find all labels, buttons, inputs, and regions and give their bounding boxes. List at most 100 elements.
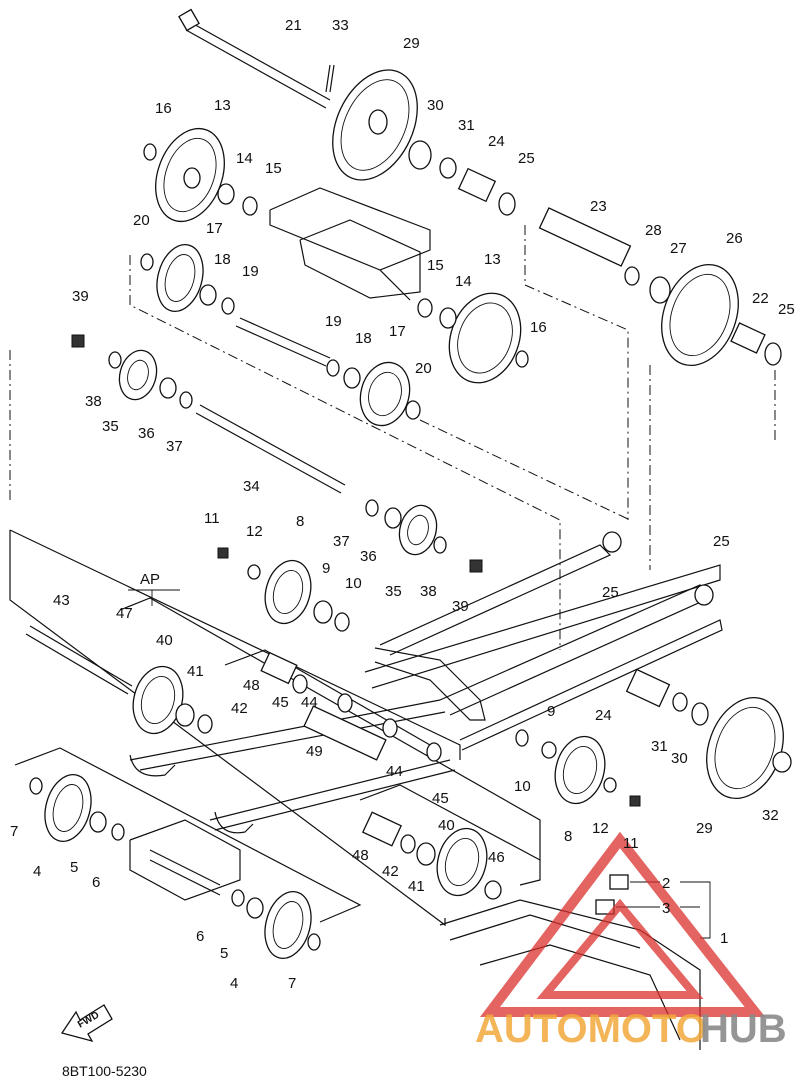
callout-48: 48	[352, 847, 369, 864]
callout-40: 40	[438, 817, 455, 834]
callout-42: 42	[382, 863, 399, 880]
shaft-21	[178, 8, 331, 109]
watermark-logo	[479, 831, 766, 1017]
callout-38: 38	[420, 583, 437, 600]
callout-8: 8	[564, 828, 572, 845]
callout-15: 15	[427, 257, 444, 274]
callout-41: 41	[187, 663, 204, 680]
watermark-text-2: HUB	[700, 1007, 787, 1051]
callout-35: 35	[385, 583, 402, 600]
callout-27: 27	[670, 240, 687, 257]
callout-1: 1	[720, 930, 728, 947]
callout-39: 39	[72, 288, 89, 305]
section-label-ap: AP	[140, 571, 160, 588]
callout-17: 17	[206, 220, 223, 237]
callout-46: 46	[488, 849, 505, 866]
callout-16: 16	[530, 319, 547, 336]
callout-19: 19	[325, 313, 342, 330]
callout-41: 41	[408, 878, 425, 895]
callout-37: 37	[333, 533, 350, 550]
callout-9: 9	[322, 560, 330, 577]
callout-25: 25	[713, 533, 730, 550]
wheels	[44, 69, 784, 959]
callout-25: 25	[778, 301, 795, 318]
callout-16: 16	[155, 100, 172, 117]
callout-21: 21	[285, 17, 302, 34]
callout-19: 19	[242, 263, 259, 280]
callout-22: 22	[752, 290, 769, 307]
callout-10: 10	[514, 778, 531, 795]
callout-7: 7	[10, 823, 18, 840]
callout-12: 12	[592, 820, 609, 837]
diagram-code: 8BT100-5230	[62, 1063, 147, 1079]
frame-outline	[9, 529, 541, 927]
callout-36: 36	[138, 425, 155, 442]
callout-14: 14	[455, 273, 472, 290]
callout-23: 23	[590, 198, 607, 215]
callout-37: 37	[166, 438, 183, 455]
callout-33: 33	[332, 17, 349, 34]
callout-43: 43	[53, 592, 70, 609]
callout-40: 40	[156, 632, 173, 649]
callout-7: 7	[288, 975, 296, 992]
callout-34: 34	[243, 478, 260, 495]
callout-30: 30	[671, 750, 688, 767]
callout-15: 15	[265, 160, 282, 177]
callout-35: 35	[102, 418, 119, 435]
callout-39: 39	[452, 598, 469, 615]
callout-44: 44	[301, 694, 318, 711]
pin-33	[325, 64, 335, 93]
callout-20: 20	[133, 212, 150, 229]
callout-3: 3	[662, 900, 670, 917]
callout-4: 4	[33, 863, 41, 880]
callout-5: 5	[220, 945, 228, 962]
callout-6: 6	[196, 928, 204, 945]
callout-2: 2	[662, 875, 670, 892]
callout-9: 9	[547, 703, 555, 720]
callout-29: 29	[696, 820, 713, 837]
fwd-arrow-icon	[60, 1004, 113, 1043]
lower-arm-assembly	[129, 819, 241, 901]
callout-25: 25	[518, 150, 535, 167]
callout-6: 6	[92, 874, 100, 891]
callout-47: 47	[116, 605, 133, 622]
watermark-text-1: AUTOMOTO	[475, 1007, 707, 1051]
callout-5: 5	[70, 859, 78, 876]
slide-rails	[129, 544, 723, 834]
callout-20: 20	[415, 360, 432, 377]
callout-13: 13	[214, 97, 231, 114]
callout-45: 45	[432, 790, 449, 807]
callout-13: 13	[484, 251, 501, 268]
small-parts	[25, 140, 792, 951]
callout-11: 11	[204, 510, 220, 527]
callout-8: 8	[296, 513, 304, 530]
callout-49: 49	[306, 743, 323, 760]
callout-17: 17	[389, 323, 406, 340]
callout-25: 25	[602, 584, 619, 601]
callout-4: 4	[230, 975, 238, 992]
callout-31: 31	[458, 117, 475, 134]
callout-12: 12	[246, 523, 263, 540]
boundary-lines	[9, 225, 776, 650]
callout-18: 18	[214, 251, 231, 268]
callout-36: 36	[360, 548, 377, 565]
callouts: 21 33 29 16 13 30 31 24 25 14 15 20 17 2…	[10, 17, 795, 992]
callout-44: 44	[386, 763, 403, 780]
callout-10: 10	[345, 575, 362, 592]
callout-45: 45	[272, 694, 289, 711]
rear-arm-link	[374, 647, 486, 721]
callout-24: 24	[595, 707, 612, 724]
callout-26: 26	[726, 230, 743, 247]
upper-pivot-arm	[269, 187, 431, 301]
callout-14: 14	[236, 150, 253, 167]
callout-29: 29	[403, 35, 420, 52]
callout-48: 48	[243, 677, 260, 694]
ap-bracket	[128, 589, 180, 606]
callout-31: 31	[651, 738, 668, 755]
callout-28: 28	[645, 222, 662, 239]
callout-38: 38	[85, 393, 102, 410]
callout-18: 18	[355, 330, 372, 347]
callout-42: 42	[231, 700, 248, 717]
callout-32: 32	[762, 807, 779, 824]
